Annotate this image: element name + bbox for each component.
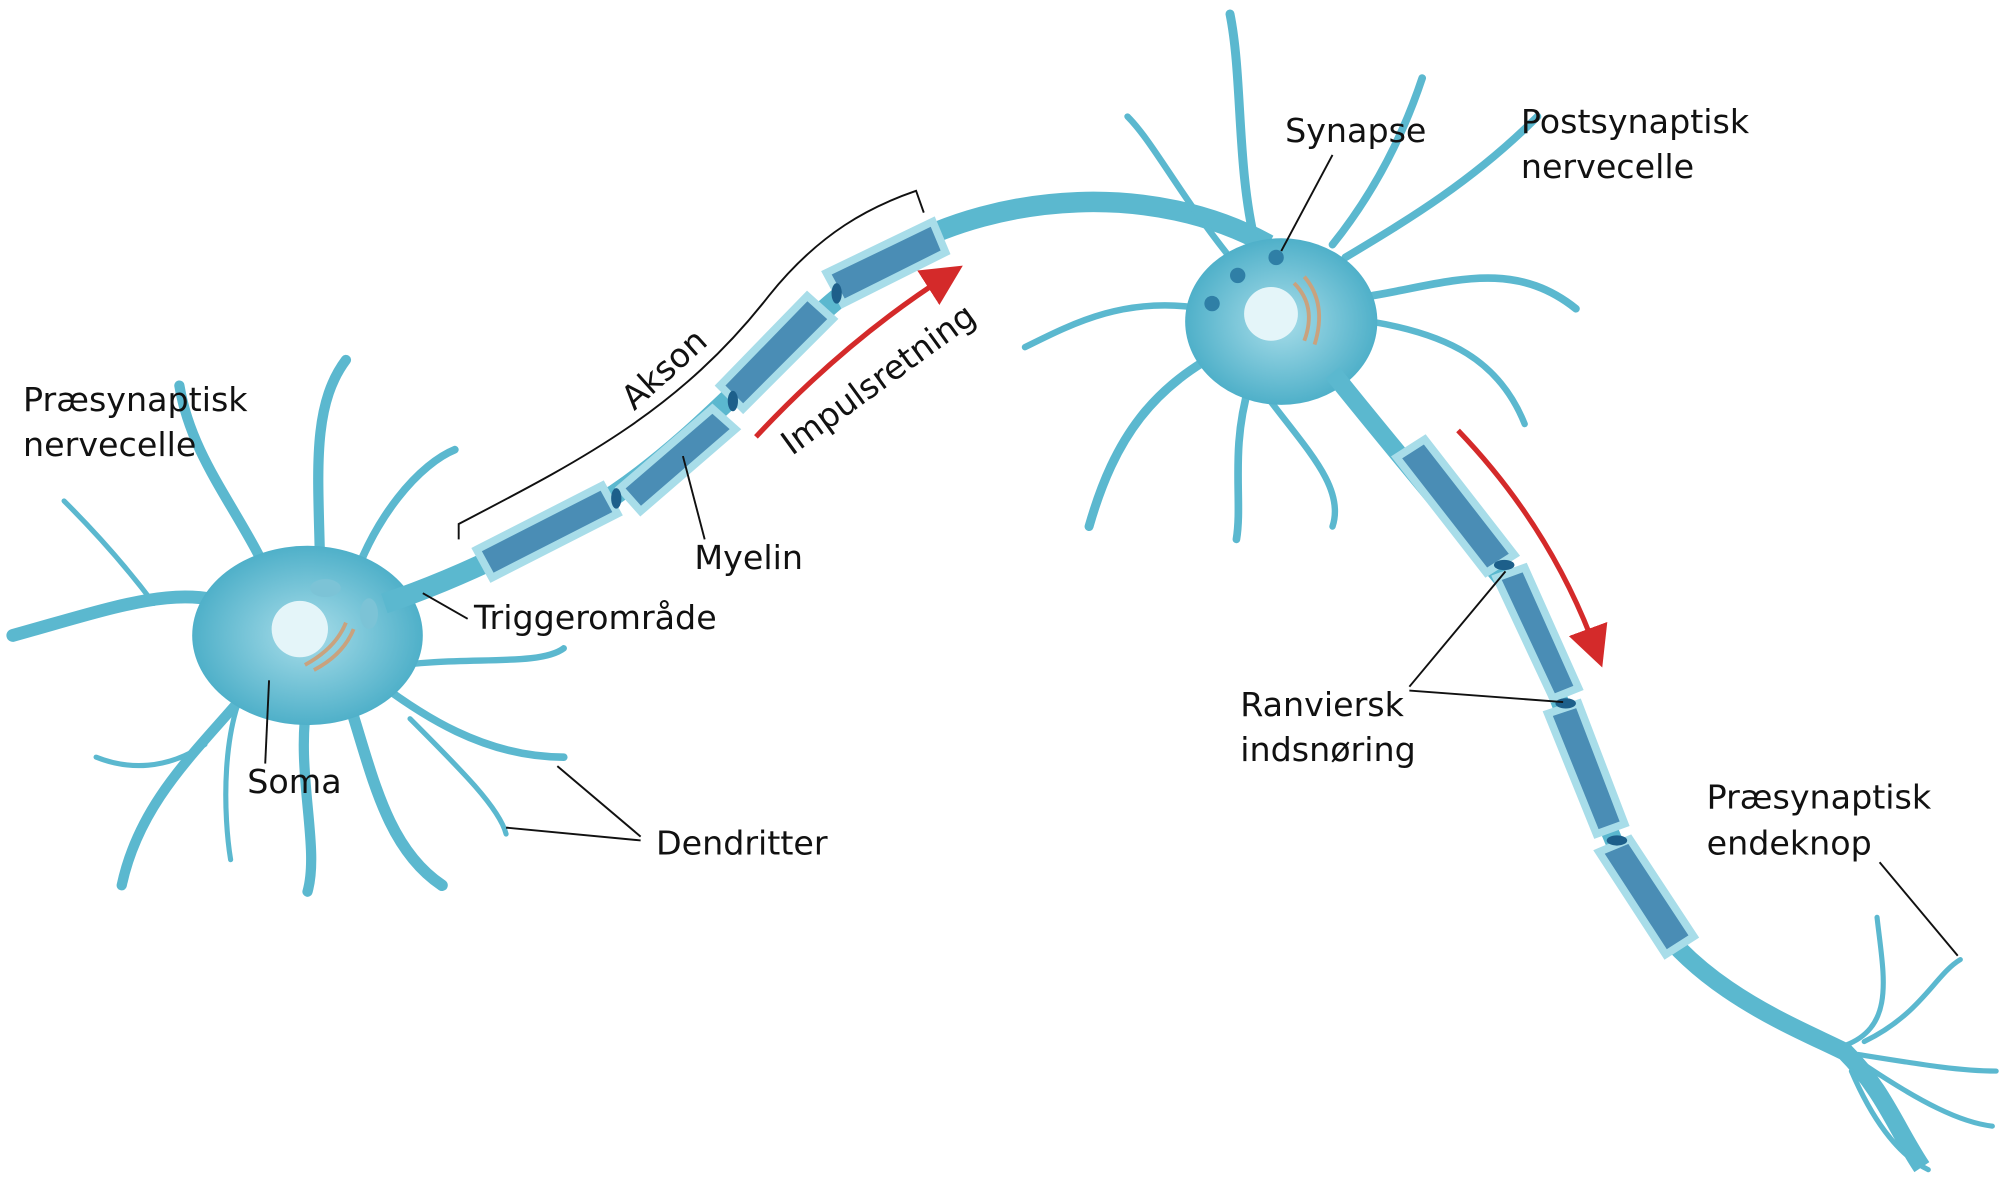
label-postsynaptic-cell-2: nervecelle — [1521, 147, 1694, 186]
label-node-of-ranvier-2: indsnøring — [1240, 730, 1416, 769]
label-presynaptic-terminal: Præsynaptisk — [1707, 777, 1932, 816]
label-presynaptic-terminal-2: endeknop — [1707, 824, 1872, 863]
node-of-ranvier — [611, 488, 622, 509]
left-nucleus — [271, 600, 328, 658]
left-golgi — [304, 621, 356, 672]
node-of-ranvier — [1493, 559, 1515, 571]
right-dendrites — [1021, 9, 1580, 544]
right-nucleus — [1244, 286, 1298, 341]
node-of-ranvier — [1606, 835, 1628, 846]
impulse-arrow-2 — [1456, 428, 1608, 668]
label-myelin: Myelin — [694, 538, 803, 577]
label-node-of-ranvier: Ranviersk — [1240, 685, 1404, 724]
synapse-bouton — [1268, 249, 1284, 266]
label-synapse: Synapse — [1285, 111, 1426, 150]
impulse-arrow-1 — [754, 265, 963, 439]
myelin-sheaths-right — [1390, 434, 1700, 960]
label-dendrites: Dendritter — [656, 824, 828, 863]
label-postsynaptic-cell: Postsynaptisk — [1521, 102, 1750, 141]
node-of-ranvier — [1555, 698, 1576, 709]
label-presynaptic-cell: Præsynaptisk — [23, 380, 248, 419]
left-mitochondrion — [310, 579, 341, 597]
node-of-ranvier — [727, 390, 738, 412]
left-mitochondrion — [360, 598, 378, 630]
label-axon: Akson — [613, 321, 714, 417]
label-presynaptic-cell-2: nervecelle — [23, 425, 196, 464]
myelin-sheaths-left — [471, 216, 951, 583]
synapse-bouton — [1230, 267, 1246, 284]
right-golgi — [1292, 275, 1322, 346]
axon-bracket — [457, 189, 925, 540]
label-trigger-zone: Triggerområde — [473, 598, 717, 637]
leader-lines — [264, 154, 1959, 957]
label-soma: Soma — [247, 762, 341, 801]
node-of-ranvier — [831, 283, 842, 304]
axon-terminals — [1842, 914, 1999, 1173]
synapse-bouton — [1204, 295, 1220, 312]
